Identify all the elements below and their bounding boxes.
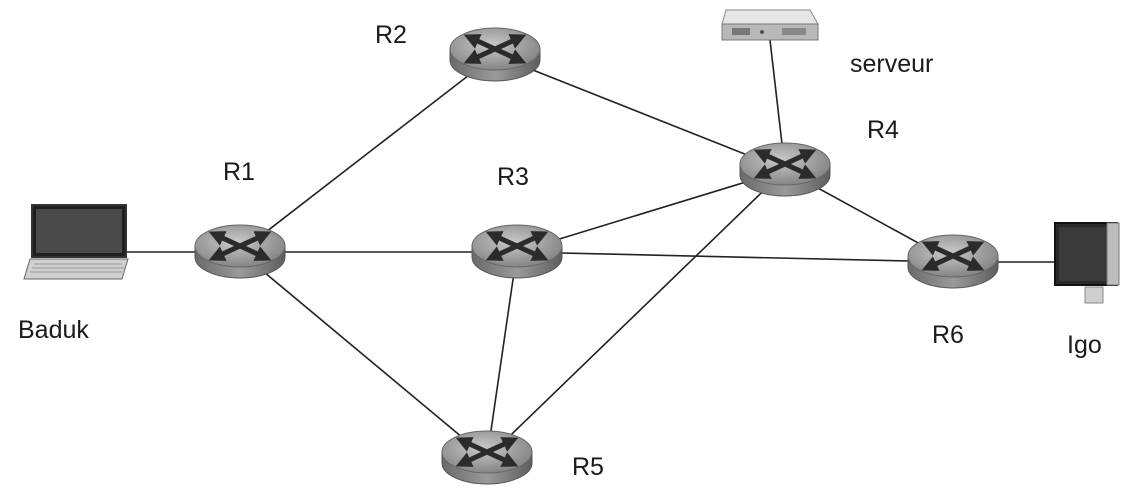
router-r4-icon	[740, 143, 830, 196]
host-label-serveur: serveur	[850, 50, 933, 78]
link-r4-r5	[486, 169, 786, 459]
host-label-igo: Igo	[1067, 331, 1102, 359]
router-label-r3: R3	[497, 163, 529, 191]
monitor-icon	[1054, 222, 1120, 304]
link-r1-r5	[239, 251, 488, 459]
router-label-r5: R5	[572, 453, 604, 481]
router-r3-icon	[472, 225, 562, 278]
link-r3-r5	[486, 251, 518, 459]
router-r2-icon	[450, 28, 540, 81]
link-r3-r6	[516, 251, 954, 263]
router-r1-icon	[195, 225, 285, 278]
link-r2-r4	[494, 54, 786, 171]
link-r1-r2	[239, 54, 496, 253]
host-label-baduk: Baduk	[18, 316, 89, 344]
router-r6-icon	[908, 235, 998, 288]
router-label-r4: R4	[867, 116, 899, 144]
router-label-r6: R6	[932, 321, 964, 349]
link-r3-r4	[516, 169, 786, 253]
router-r5-icon	[442, 431, 532, 484]
laptop-icon	[23, 204, 129, 280]
router-label-r1: R1	[223, 158, 255, 186]
routers	[195, 28, 998, 484]
router-label-r2: R2	[375, 21, 407, 49]
server-icon	[721, 9, 819, 41]
